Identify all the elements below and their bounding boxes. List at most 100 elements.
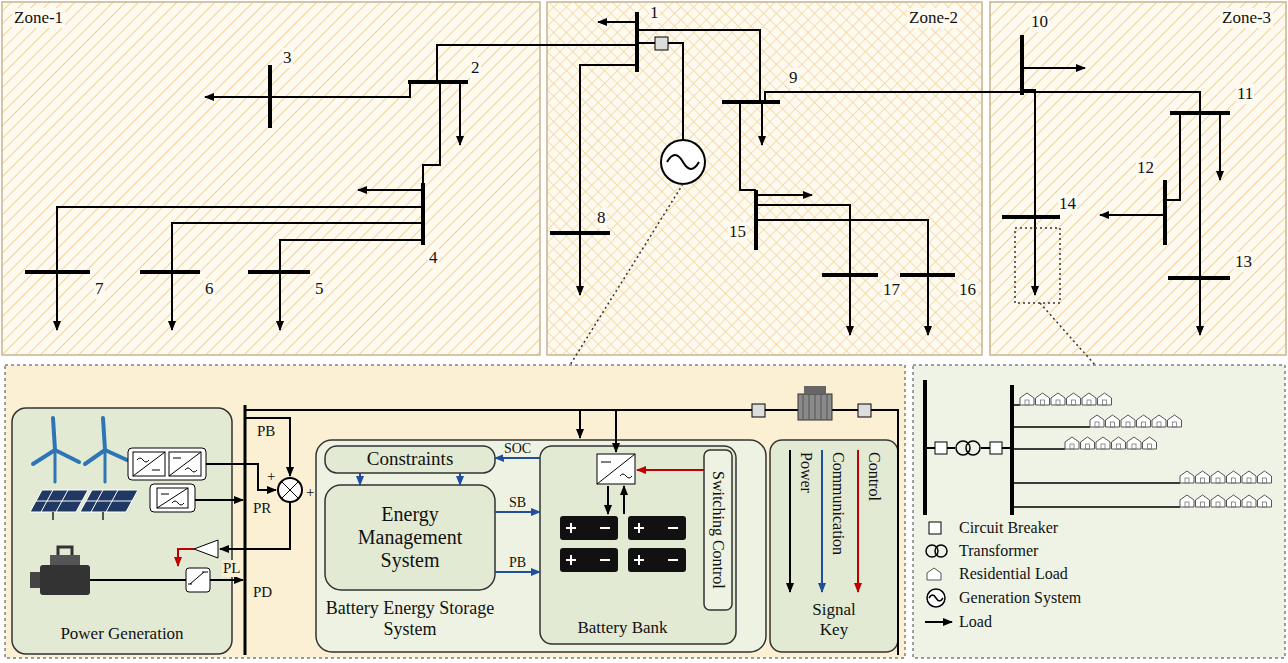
residential-load	[1117, 444, 1121, 449]
box-label: Zone-3	[1220, 8, 1273, 28]
generation-system-symbol	[667, 155, 699, 169]
feeder-wires	[740, 102, 756, 190]
bus-bar	[1163, 180, 1167, 245]
signal-key-arrows	[790, 450, 858, 592]
generation-wiring	[90, 579, 186, 581]
residential-load	[1126, 422, 1130, 427]
box-label: Zone-2	[907, 8, 960, 28]
battery-bank-icons	[560, 454, 704, 572]
residential-load	[1227, 495, 1241, 507]
signal-label: SOC	[503, 441, 532, 457]
residential-load	[1180, 495, 1194, 507]
residential-load	[1111, 422, 1115, 427]
diesel-engine	[40, 565, 90, 595]
circuit-breaker	[858, 404, 871, 417]
residential-load	[1127, 437, 1141, 449]
detail-panels	[5, 365, 905, 658]
box-label: Constraints	[335, 448, 485, 470]
bus-number: 2	[470, 58, 481, 78]
bus-bar	[140, 270, 200, 274]
feeder-wires	[437, 45, 637, 82]
node-outline	[2, 2, 540, 355]
residential-load	[1196, 471, 1210, 483]
residential-load	[1036, 393, 1050, 405]
residential-load	[1152, 415, 1166, 427]
generation-wiring	[90, 405, 898, 655]
bess-box: Battery Energy Storage SystemConstraints…	[316, 440, 766, 652]
solar-panel	[53, 512, 103, 520]
detail-panels	[5, 365, 1285, 658]
generation-wiring	[615, 410, 617, 452]
bus-number: 3	[282, 48, 293, 68]
bus-number: 11	[1236, 84, 1254, 104]
generation-system-symbol	[655, 37, 705, 184]
wind-turbine	[85, 418, 127, 464]
wind-turbine	[33, 418, 79, 464]
signal-arrow	[459, 473, 461, 485]
feeder-wires	[1165, 113, 1180, 200]
wind-turbine	[104, 450, 107, 482]
node-outline	[12, 408, 232, 654]
legend-label: Residential Load	[958, 565, 1069, 583]
generation-system-symbol	[655, 37, 668, 50]
process-box: Constraints	[325, 446, 495, 473]
wind-turbine	[33, 418, 127, 482]
bus-number: 10	[1030, 12, 1049, 32]
residential-load	[1227, 471, 1241, 483]
residential-load	[1242, 471, 1256, 483]
bus-number: 8	[596, 208, 607, 228]
load-arrow	[598, 21, 637, 23]
legend-symbols	[929, 522, 941, 534]
residential-feeder	[925, 380, 1180, 515]
legend-label: Transformer	[958, 542, 1039, 560]
residential-load	[1098, 393, 1112, 405]
power-converter	[157, 488, 188, 508]
bus-number: 16	[958, 280, 977, 300]
node-outline	[770, 440, 898, 652]
transformer-icon	[804, 386, 826, 394]
summing-junction	[278, 478, 302, 502]
transformer-icon	[798, 386, 832, 420]
summing-junction	[282, 482, 298, 498]
signal-label: +	[305, 484, 315, 501]
power-converter	[169, 452, 201, 476]
box-label: Energy Management System	[335, 503, 485, 572]
load-arrow	[56, 272, 58, 330]
power-converter	[128, 448, 206, 512]
diesel-engine	[30, 547, 90, 595]
bus-number: 12	[1136, 158, 1155, 178]
zone-region: Zone-1	[2, 2, 540, 355]
signal-label: +	[266, 468, 276, 485]
bus-number: 9	[788, 68, 799, 88]
residential-load	[1086, 444, 1090, 449]
feeder-wires	[57, 207, 423, 272]
leader-line	[1040, 303, 1095, 365]
load-arrow	[205, 96, 270, 98]
legend-symbols	[925, 522, 952, 622]
node-outline	[540, 446, 736, 644]
legend-label: Control	[864, 452, 884, 501]
solar-panel	[80, 490, 138, 512]
transformer-icon	[798, 394, 832, 420]
residential-load	[1258, 471, 1272, 483]
battery-bank-icons	[623, 486, 625, 514]
generation-wiring	[178, 549, 194, 566]
residential-load	[1041, 400, 1045, 405]
generation-wiring	[195, 499, 243, 501]
legend-label: Circuit Breaker	[958, 519, 1059, 537]
feeder-wires	[1022, 90, 1035, 217]
bus-bar	[754, 190, 758, 250]
generation-wiring	[579, 410, 581, 438]
feeder-wires	[580, 65, 637, 233]
legend-label: Load	[958, 613, 993, 631]
load-arrow	[279, 272, 281, 330]
signal-label: PB	[256, 423, 276, 440]
generation-wiring	[244, 405, 247, 655]
diesel-engine	[50, 555, 80, 565]
residential-load	[1095, 422, 1099, 427]
residential-load	[1106, 415, 1120, 427]
feeder-wires	[1199, 113, 1201, 278]
residential-load	[1216, 478, 1220, 483]
residential-load	[1025, 400, 1029, 405]
residential-feeder	[1012, 405, 1180, 507]
